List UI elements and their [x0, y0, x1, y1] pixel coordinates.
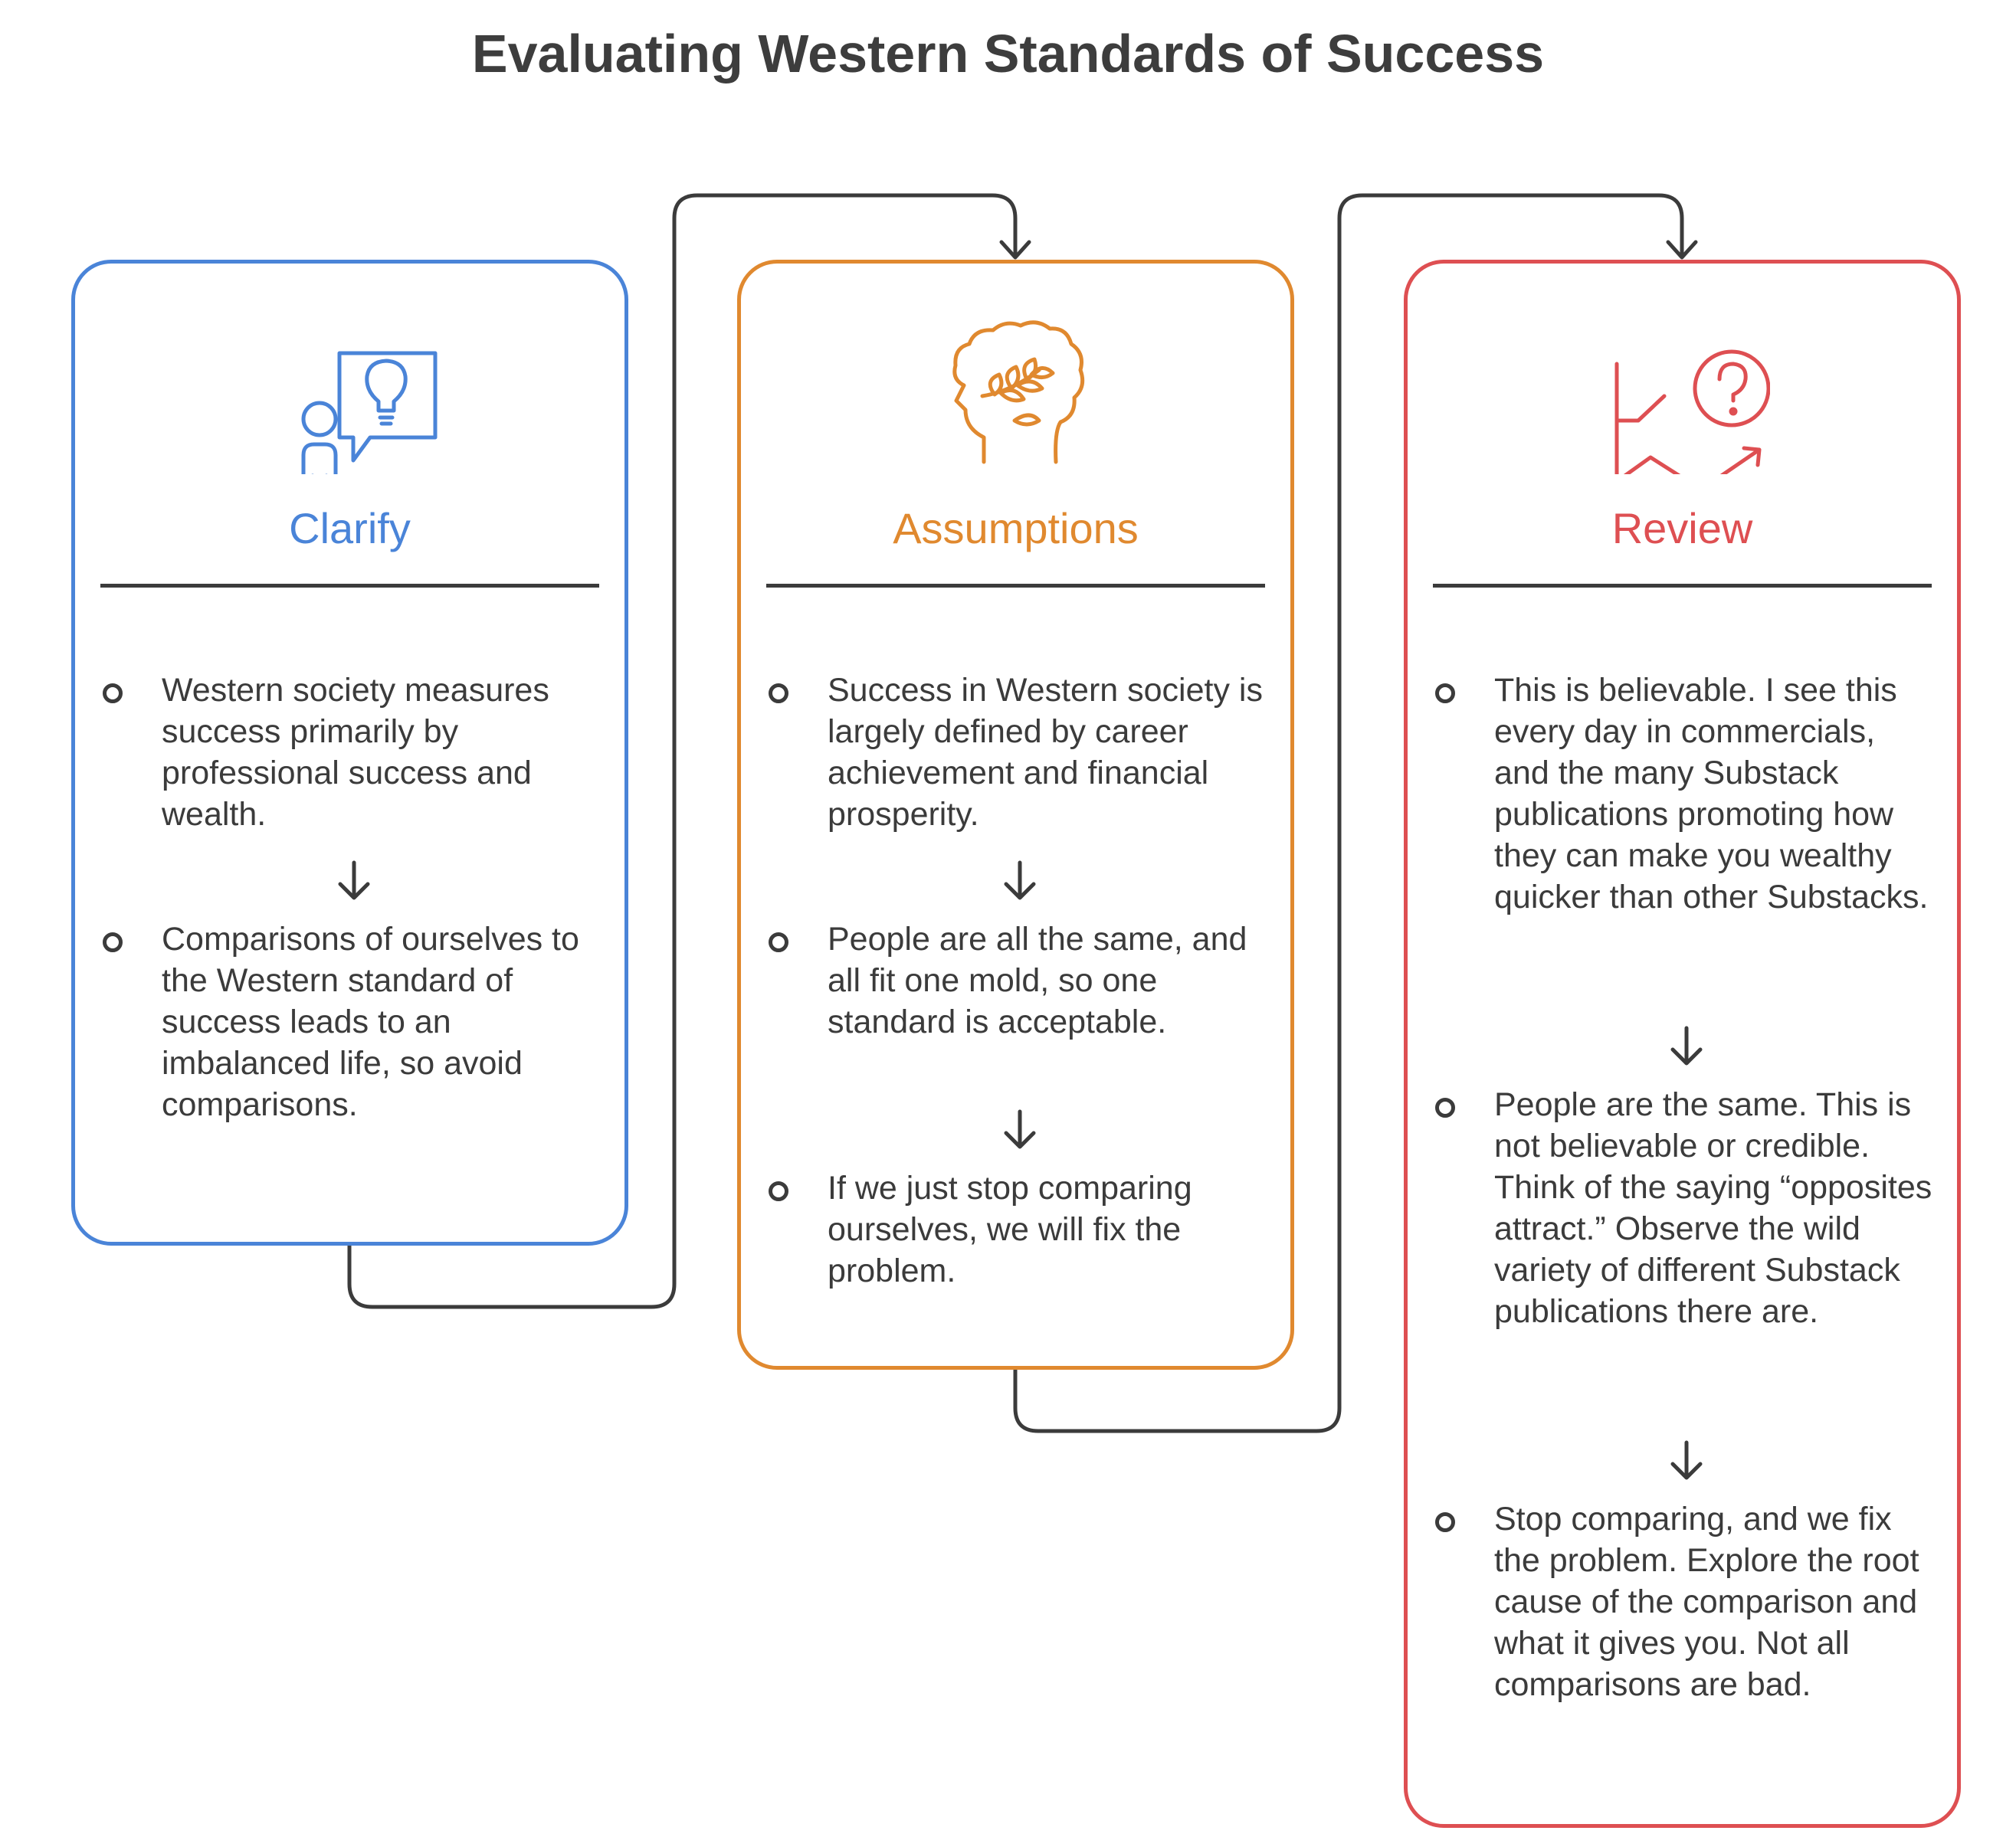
- bullet-circle-icon: [769, 1181, 788, 1201]
- arrow-down-icon: [1670, 1440, 1703, 1480]
- item-text: Stop comparing, and we fix the problem. …: [1494, 1501, 1919, 1703]
- connector-assumptions-to-review: [1013, 193, 1684, 1433]
- card-title-review: Review: [1611, 504, 1753, 552]
- bullet-circle-icon: [1435, 683, 1455, 703]
- item-text: Comparisons of ourselves to the Western …: [162, 921, 579, 1123]
- bullet-circle-icon: [769, 932, 788, 952]
- arrow-down-icon: [1670, 1026, 1703, 1066]
- arrow-down-icon: [1004, 860, 1036, 900]
- arrow-down-icon: [1004, 1109, 1036, 1149]
- connector-clarify-to-assumptions: [347, 193, 1018, 1309]
- item-text: People are all the same, and all fit one…: [828, 921, 1247, 1040]
- page-title: Evaluating Western Standards of Success: [471, 24, 1545, 84]
- item-text: If we just stop comparing ourselves, we …: [828, 1170, 1192, 1289]
- card-assumptions: Assumptions Success in Western society i…: [737, 260, 1294, 1370]
- item-text: People are the same. This is not believa…: [1494, 1086, 1932, 1330]
- bullet-circle-icon: [103, 683, 123, 703]
- item-text: Success in Western society is largely de…: [828, 672, 1263, 833]
- divider: [1433, 584, 1932, 588]
- item-text: This is believable. I see this every day…: [1494, 672, 1929, 915]
- item-text: Western society measures success primari…: [162, 672, 549, 833]
- card-title-clarify: Clarify: [289, 504, 411, 552]
- person-speech-lightbulb-icon: [301, 351, 438, 474]
- bullet-circle-icon: [1435, 1098, 1455, 1118]
- divider: [766, 584, 1265, 588]
- card-clarify: Clarify Western society measures success…: [71, 260, 628, 1246]
- connector-arrowhead: [1666, 240, 1698, 260]
- bullet-circle-icon: [103, 932, 123, 952]
- connector-arrowhead: [999, 240, 1031, 260]
- chart-question-icon: [1614, 349, 1770, 474]
- bullet-circle-icon: [1435, 1512, 1455, 1532]
- arrow-down-icon: [338, 860, 370, 900]
- card-title-assumptions: Assumptions: [893, 504, 1139, 552]
- bullet-circle-icon: [769, 683, 788, 703]
- divider: [100, 584, 599, 588]
- card-review: Review This is believable. I see this ev…: [1404, 260, 1961, 1828]
- head-laurel-icon: [952, 320, 1085, 464]
